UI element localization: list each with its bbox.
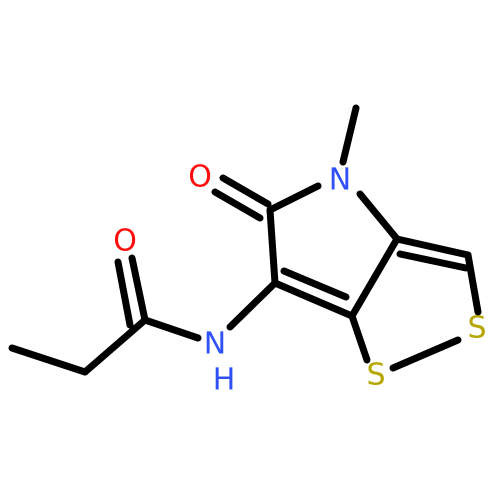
bond-n-c5: [266, 182, 322, 214]
bond-camide-o-a: [128, 254, 149, 324]
bond-c5-o-b: [211, 188, 264, 222]
bond-c5-o-a: [219, 174, 272, 208]
atom-label-sulfur-bottom: S: [366, 358, 385, 393]
atom-label-sulfur-right: S: [467, 311, 486, 346]
bond-c6-c6a-a: [271, 279, 356, 320]
atom-label-nitrogen-ring: N: [329, 163, 351, 198]
atom-labels: O N S S O N H: [113, 160, 486, 398]
bond-nh-camide: [141, 316, 202, 342]
bond-c3-s2: [464, 251, 482, 316]
bond-c6-c6a-b: [280, 267, 350, 301]
bond-lines: [8, 104, 482, 376]
atom-label-oxygen-amide: O: [113, 224, 137, 259]
bond-s1-c6a: [348, 312, 371, 364]
bond-c5-c6: [266, 206, 279, 287]
bond-n-methyl: [339, 104, 360, 166]
atom-label-hydrogen-amide: H: [213, 363, 236, 398]
bond-s1-s2: [389, 336, 462, 372]
bond-camide-o-b: [114, 258, 134, 329]
bond-c3a-c3-a: [393, 235, 472, 259]
bond-ch2-ch3: [8, 344, 89, 376]
bond-c6a-c3a: [348, 235, 401, 320]
bond-camide-ch2: [81, 316, 149, 376]
bond-c6-nh: [226, 279, 279, 331]
bond-n-c3a: [356, 190, 401, 243]
bond-c3a-c3-b: [396, 250, 470, 272]
atom-label-nitrogen-amide: N: [204, 327, 226, 362]
atom-label-oxygen-ring: O: [188, 160, 212, 195]
